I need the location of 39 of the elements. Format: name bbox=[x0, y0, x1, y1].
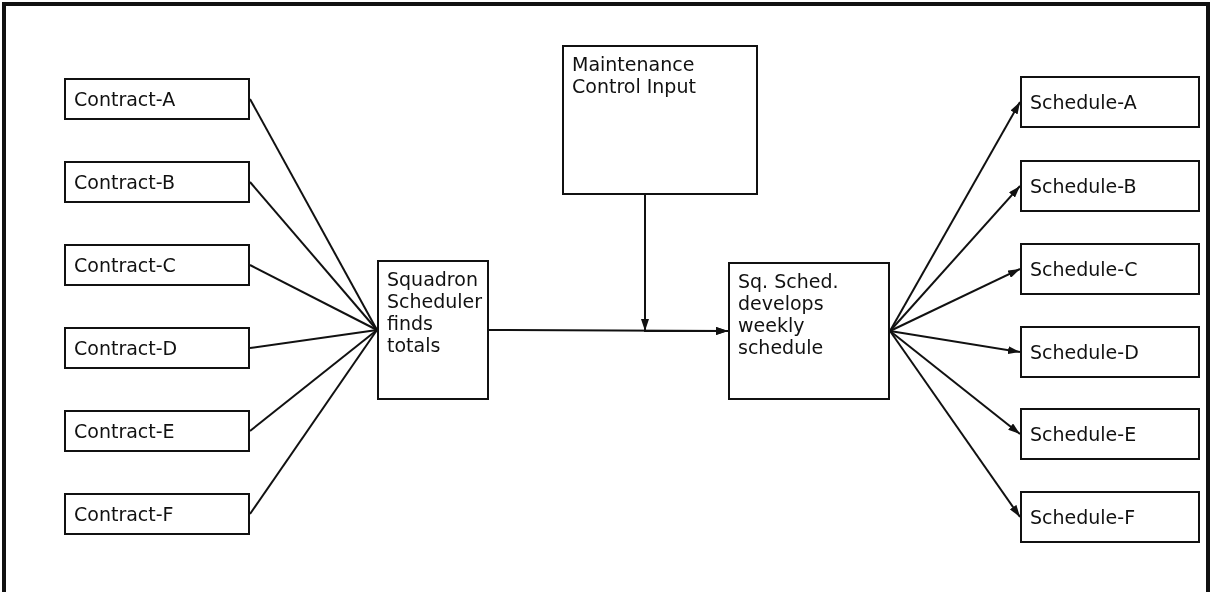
connector-line bbox=[249, 329, 378, 432]
connector-line bbox=[249, 181, 378, 331]
process-box bbox=[562, 45, 758, 195]
process-box bbox=[64, 244, 250, 286]
box-label: Schedule-C bbox=[1029, 258, 1139, 280]
arrow bbox=[889, 268, 1021, 332]
box-label: Maintenance Control Input bbox=[571, 52, 697, 97]
box-label: Contract-E bbox=[73, 420, 176, 442]
box-label: Contract-F bbox=[73, 503, 175, 525]
box-label: Schedule-D bbox=[1029, 341, 1140, 363]
process-box bbox=[728, 262, 890, 400]
process-box bbox=[64, 493, 250, 535]
box-label: Contract-A bbox=[73, 88, 177, 110]
box-label: Schedule-F bbox=[1029, 506, 1137, 528]
arrow bbox=[889, 330, 1021, 355]
connector-line bbox=[249, 329, 378, 515]
arrow bbox=[889, 185, 1021, 332]
process-box bbox=[64, 78, 250, 120]
process-box bbox=[1020, 76, 1200, 128]
connector-line bbox=[249, 264, 378, 331]
process-box bbox=[64, 327, 250, 369]
box-label: Contract-C bbox=[73, 254, 177, 276]
process-box bbox=[377, 260, 489, 400]
process-box bbox=[1020, 326, 1200, 378]
box-label: Sq. Sched. develops weekly schedule bbox=[737, 269, 840, 358]
arrow bbox=[889, 330, 1021, 435]
process-box bbox=[64, 410, 250, 452]
box-label: Contract-D bbox=[73, 337, 179, 359]
connector-line bbox=[249, 329, 378, 349]
box-label: Squadron Scheduler finds totals bbox=[386, 267, 484, 356]
box-label: Contract-B bbox=[73, 171, 176, 193]
process-box bbox=[1020, 243, 1200, 295]
process-box bbox=[1020, 408, 1200, 460]
process-box bbox=[64, 161, 250, 203]
box-label: Schedule-A bbox=[1029, 91, 1138, 113]
process-box bbox=[1020, 491, 1200, 543]
process-box bbox=[1020, 160, 1200, 212]
box-label: Schedule-B bbox=[1029, 175, 1138, 197]
box-label: Schedule-E bbox=[1029, 423, 1138, 445]
